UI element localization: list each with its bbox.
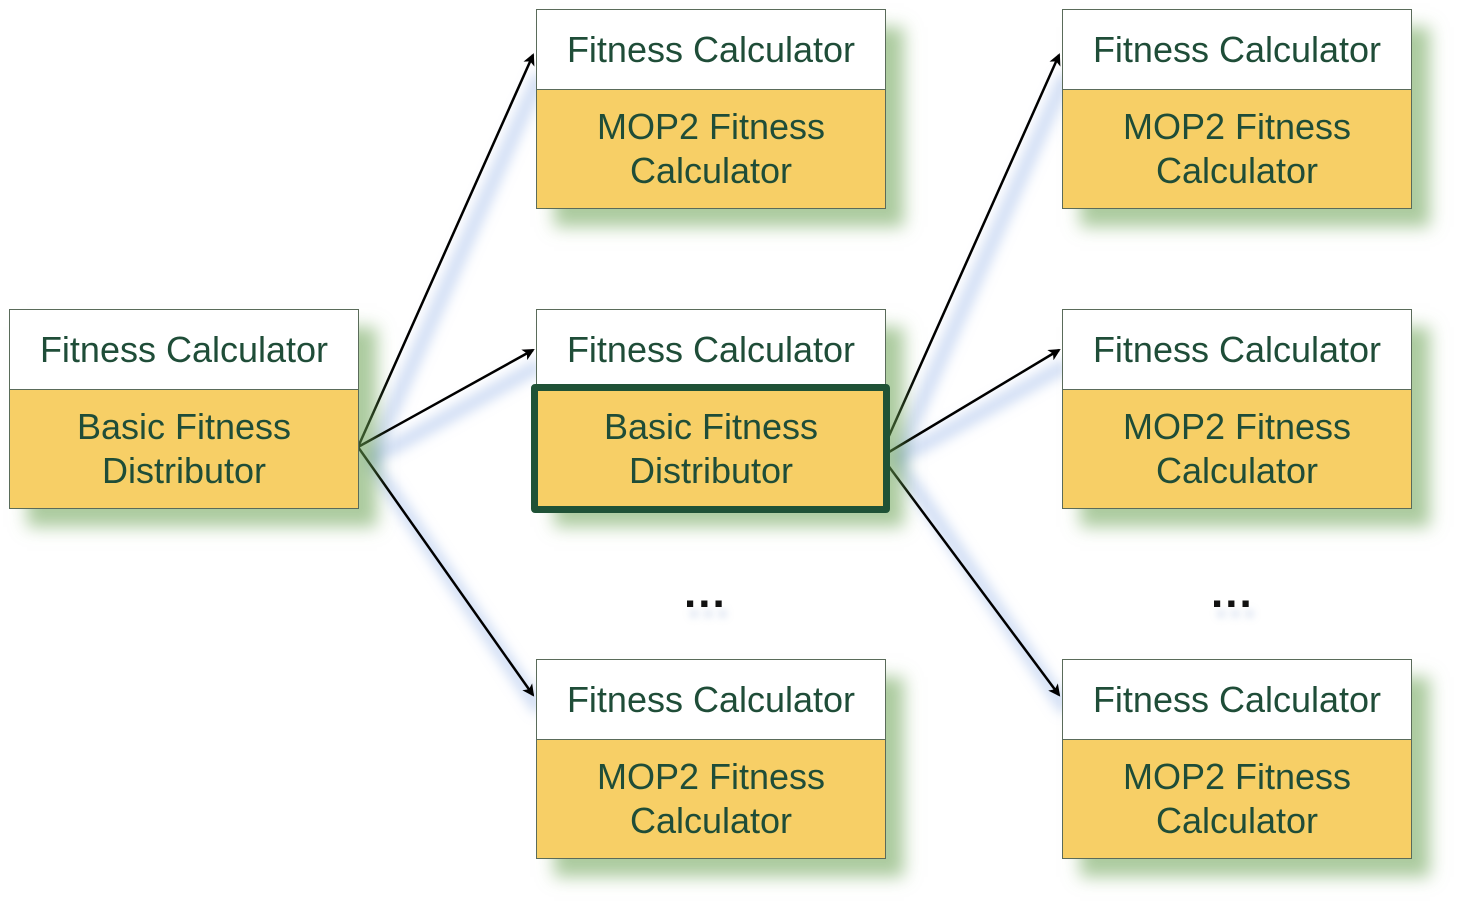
node-header: Fitness Calculator <box>537 660 885 740</box>
node-mid-top: Fitness Calculator MOP2 Fitness Calculat… <box>536 9 886 209</box>
node-right-top: Fitness Calculator MOP2 Fitness Calculat… <box>1062 9 1412 209</box>
node-body: MOP2 Fitness Calculator <box>537 740 885 858</box>
edge-mid-center-to-right-center <box>883 348 1061 457</box>
edge-mid-center-to-right-bottom <box>882 459 1061 697</box>
node-body: MOP2 Fitness Calculator <box>537 90 885 208</box>
node-body: Basic Fitness Distributor <box>537 390 885 508</box>
edge-root-to-mid-top <box>356 53 535 448</box>
ellipsis-right-column: ... <box>1211 568 1254 617</box>
node-header: Fitness Calculator <box>1063 660 1411 740</box>
node-right-bottom: Fitness Calculator MOP2 Fitness Calculat… <box>1062 659 1412 859</box>
node-body: MOP2 Fitness Calculator <box>1063 90 1411 208</box>
edge-root-to-mid-bottom <box>356 446 535 697</box>
node-header: Fitness Calculator <box>537 10 885 90</box>
node-body: Basic Fitness Distributor <box>10 390 358 508</box>
node-header: Fitness Calculator <box>537 310 885 390</box>
edge-root-to-mid-center <box>357 348 535 449</box>
node-header: Fitness Calculator <box>1063 10 1411 90</box>
node-body: MOP2 Fitness Calculator <box>1063 390 1411 508</box>
node-root: Fitness Calculator Basic Fitness Distrib… <box>9 309 359 509</box>
node-right-center: Fitness Calculator MOP2 Fitness Calculat… <box>1062 309 1412 509</box>
node-body: MOP2 Fitness Calculator <box>1063 740 1411 858</box>
node-header: Fitness Calculator <box>10 310 358 390</box>
node-mid-bottom: Fitness Calculator MOP2 Fitness Calculat… <box>536 659 886 859</box>
node-mid-center: Fitness Calculator Basic Fitness Distrib… <box>536 309 886 509</box>
ellipsis-middle-column: ... <box>684 568 727 617</box>
node-header: Fitness Calculator <box>1063 310 1411 390</box>
edge-mid-center-to-right-top <box>882 53 1061 448</box>
